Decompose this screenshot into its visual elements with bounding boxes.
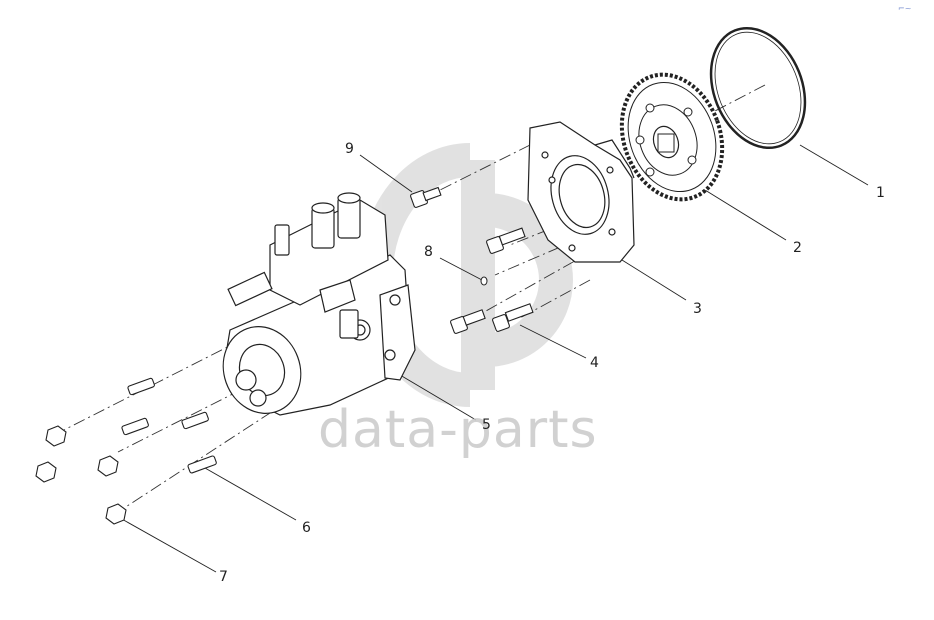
leader-lines xyxy=(119,144,869,573)
callout-label-4: 4 xyxy=(590,355,599,371)
callout-label-1: 1 xyxy=(876,185,885,201)
bolt-lower xyxy=(492,303,534,332)
callout-label-9: 9 xyxy=(345,141,354,157)
corner-mark: ⌐~ xyxy=(898,4,912,13)
dowel-pin xyxy=(480,276,488,286)
bolt-upper xyxy=(486,227,526,254)
callout-label-3: 3 xyxy=(693,301,702,317)
callout-label-2: 2 xyxy=(793,240,802,256)
drive-gear xyxy=(619,72,725,202)
o-ring-seal xyxy=(709,26,807,150)
callout-label-6: 6 xyxy=(302,520,311,536)
bolt-mid xyxy=(450,309,486,334)
nuts xyxy=(35,425,127,525)
callout-label-7: 7 xyxy=(219,569,228,585)
callout-label-5: 5 xyxy=(482,417,491,433)
callout-label-8: 8 xyxy=(424,244,433,260)
injection-pump xyxy=(222,192,416,416)
bolts xyxy=(450,227,534,334)
screw-top xyxy=(410,186,442,208)
adapter-flange xyxy=(527,121,635,263)
studs xyxy=(121,377,217,474)
watermark-text: data-parts xyxy=(318,400,598,460)
